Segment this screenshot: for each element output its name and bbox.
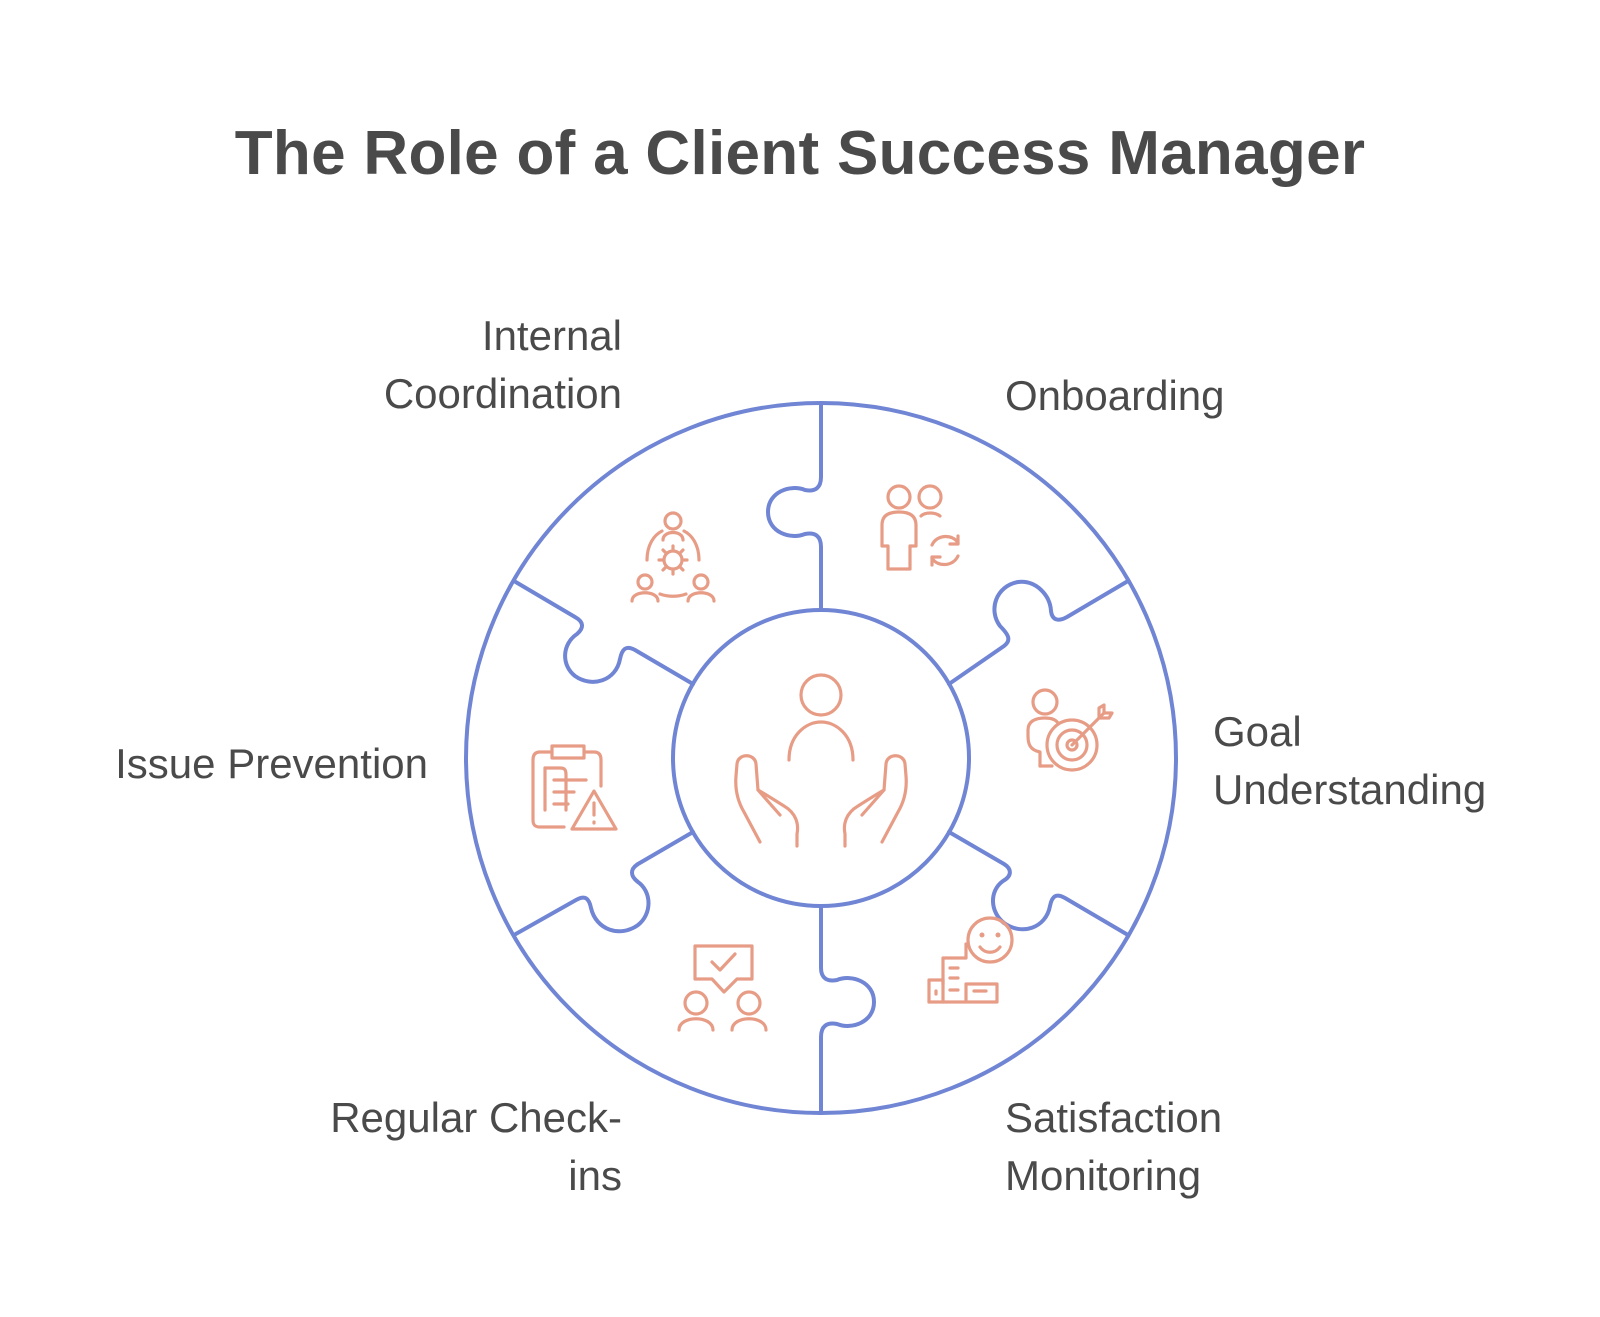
team-coordination-gear-icon <box>630 511 716 603</box>
segment-label-internal-coordination: Internal Coordination <box>384 307 622 423</box>
caring-hands-person-icon <box>734 673 908 848</box>
segment-label-onboarding: Onboarding <box>1005 367 1225 425</box>
clipboard-warning-icon <box>531 744 618 831</box>
label-line: Understanding <box>1213 766 1487 813</box>
label-line: Internal <box>481 312 622 359</box>
label-line: ins <box>568 1152 622 1199</box>
segment-label-goal-understanding: Goal Understanding <box>1213 703 1486 819</box>
divider-top <box>766 401 823 612</box>
label-line: Onboarding <box>1005 372 1225 419</box>
segment-label-satisfaction-monitoring: Satisfaction Monitoring <box>1005 1089 1222 1205</box>
center-hub <box>671 608 971 908</box>
divider-upper-left <box>512 579 695 686</box>
label-line: Monitoring <box>1005 1152 1202 1199</box>
label-line: Regular Check- <box>330 1094 622 1141</box>
divider-lower-left <box>512 830 695 937</box>
person-target-arrow-icon <box>1026 688 1114 772</box>
label-line: Satisfaction <box>1005 1094 1223 1141</box>
divider-upper-right <box>947 579 1130 686</box>
people-refresh-icon <box>880 484 960 571</box>
segment-label-issue-prevention: Issue Prevention <box>115 735 428 793</box>
divider-lower-right <box>947 830 1130 937</box>
label-line: Coordination <box>383 370 622 417</box>
label-line: Issue Prevention <box>115 740 428 787</box>
smiley-chart-icon <box>927 916 1014 1004</box>
divider-bottom <box>819 904 876 1115</box>
label-line: Goal <box>1213 708 1302 755</box>
segment-label-regular-check-ins: Regular Check- ins <box>330 1089 622 1205</box>
people-chat-check-icon <box>677 944 768 1032</box>
diagram-title: The Role of a Client Success Manager <box>234 119 1366 188</box>
